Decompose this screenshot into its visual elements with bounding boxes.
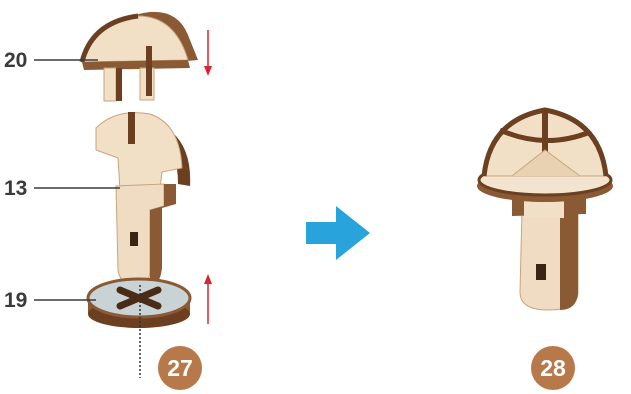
part-label-20: 20	[4, 49, 27, 72]
step-number-28: 28	[540, 355, 566, 381]
part-19-disc	[88, 279, 190, 328]
part-label-19: 19	[4, 289, 27, 312]
step-number-27: 27	[167, 355, 193, 381]
exploded-view: 20 13 19 27	[4, 12, 212, 390]
part-20-cap	[82, 12, 198, 101]
arrow-up-icon	[204, 274, 212, 324]
arrow-right-icon	[306, 206, 370, 260]
assembled-view: 28	[477, 110, 613, 390]
part-label-13: 13	[4, 177, 27, 200]
step-badge-28: 28	[531, 346, 575, 390]
part-13-stem	[96, 112, 190, 285]
step-badge-27: 27	[158, 346, 202, 390]
arrow-down-icon	[204, 30, 212, 76]
